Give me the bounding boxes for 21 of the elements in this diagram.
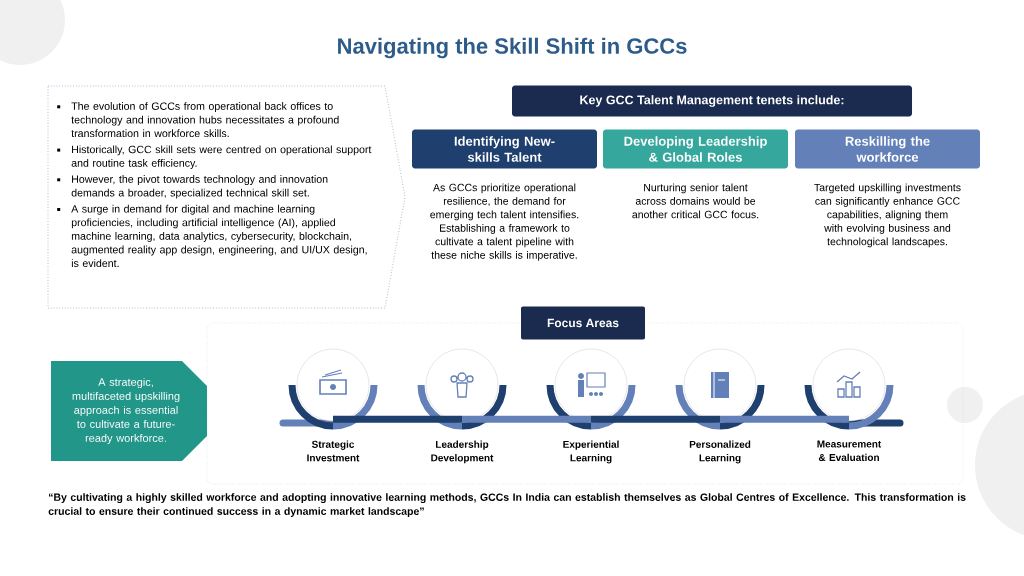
focus-label: Experiential Learning	[563, 440, 619, 464]
tenet-box: Identifying New-skills Talent	[412, 129, 597, 169]
focus-label: Personalized Learning	[689, 440, 751, 464]
header-box: Key GCC Talent Management tenets include:	[512, 85, 912, 117]
title: Navigating the Skill Shift in GCCs	[338, 37, 687, 59]
bullet-panel: The evolution of GCCs from operational back offices to technology and innovation hubs necessitates a profound transformation in workforce skills. Historically, GCC skill sets were centred on operational support and routine task efficiency. However, the pivot towards technology and innovation demands a broader, specialized technical skill set. A surge in demand for digital and machine learning proficiencies, including artificial intelligence (AI), applied machine learning, data analytics, cybersecurity, blockchain, augmented reality app design, engineering, and UI/UX design, is evident.	[47, 85, 406, 309]
tenet-description: As GCCs prioritize operational resilience, the demand for emerging tech talent intensifies. Establishing a framework to cultivate a talent pipeline with these niche skills is imperative.	[430, 183, 579, 261]
focus-circle	[546, 348, 636, 430]
focus-circle	[417, 348, 507, 430]
tenet-box: Developing Leadership & Global Roles	[603, 129, 788, 169]
focus-circle	[288, 348, 378, 430]
focus-label: Leadership Development	[431, 440, 494, 464]
tenet-description: Targeted upskilling investments can significantly enhance GCC capabilities, aligning them with evolving business and technological landscapes.	[814, 183, 961, 248]
focus-label: Measurement & Evaluation	[817, 440, 882, 461]
tenet-box: Reskilling the workforce	[795, 129, 980, 169]
focus-label: Strategic Investment	[307, 440, 360, 462]
tenet-description: Nurturing senior talent across domains would be another critical GCC focus.	[632, 183, 759, 219]
section-label: Focus Areas	[521, 306, 645, 340]
quote: “By cultivating a highly skilled workforce and adopting innovative learning methods, GCCs In India can establish themselves as Global Centres of Excellence. This transformation is crucial to ensure their continued success in a dynamic market landscape”	[48, 493, 966, 517]
focus-circle	[804, 348, 894, 430]
focus-circle	[675, 348, 765, 430]
